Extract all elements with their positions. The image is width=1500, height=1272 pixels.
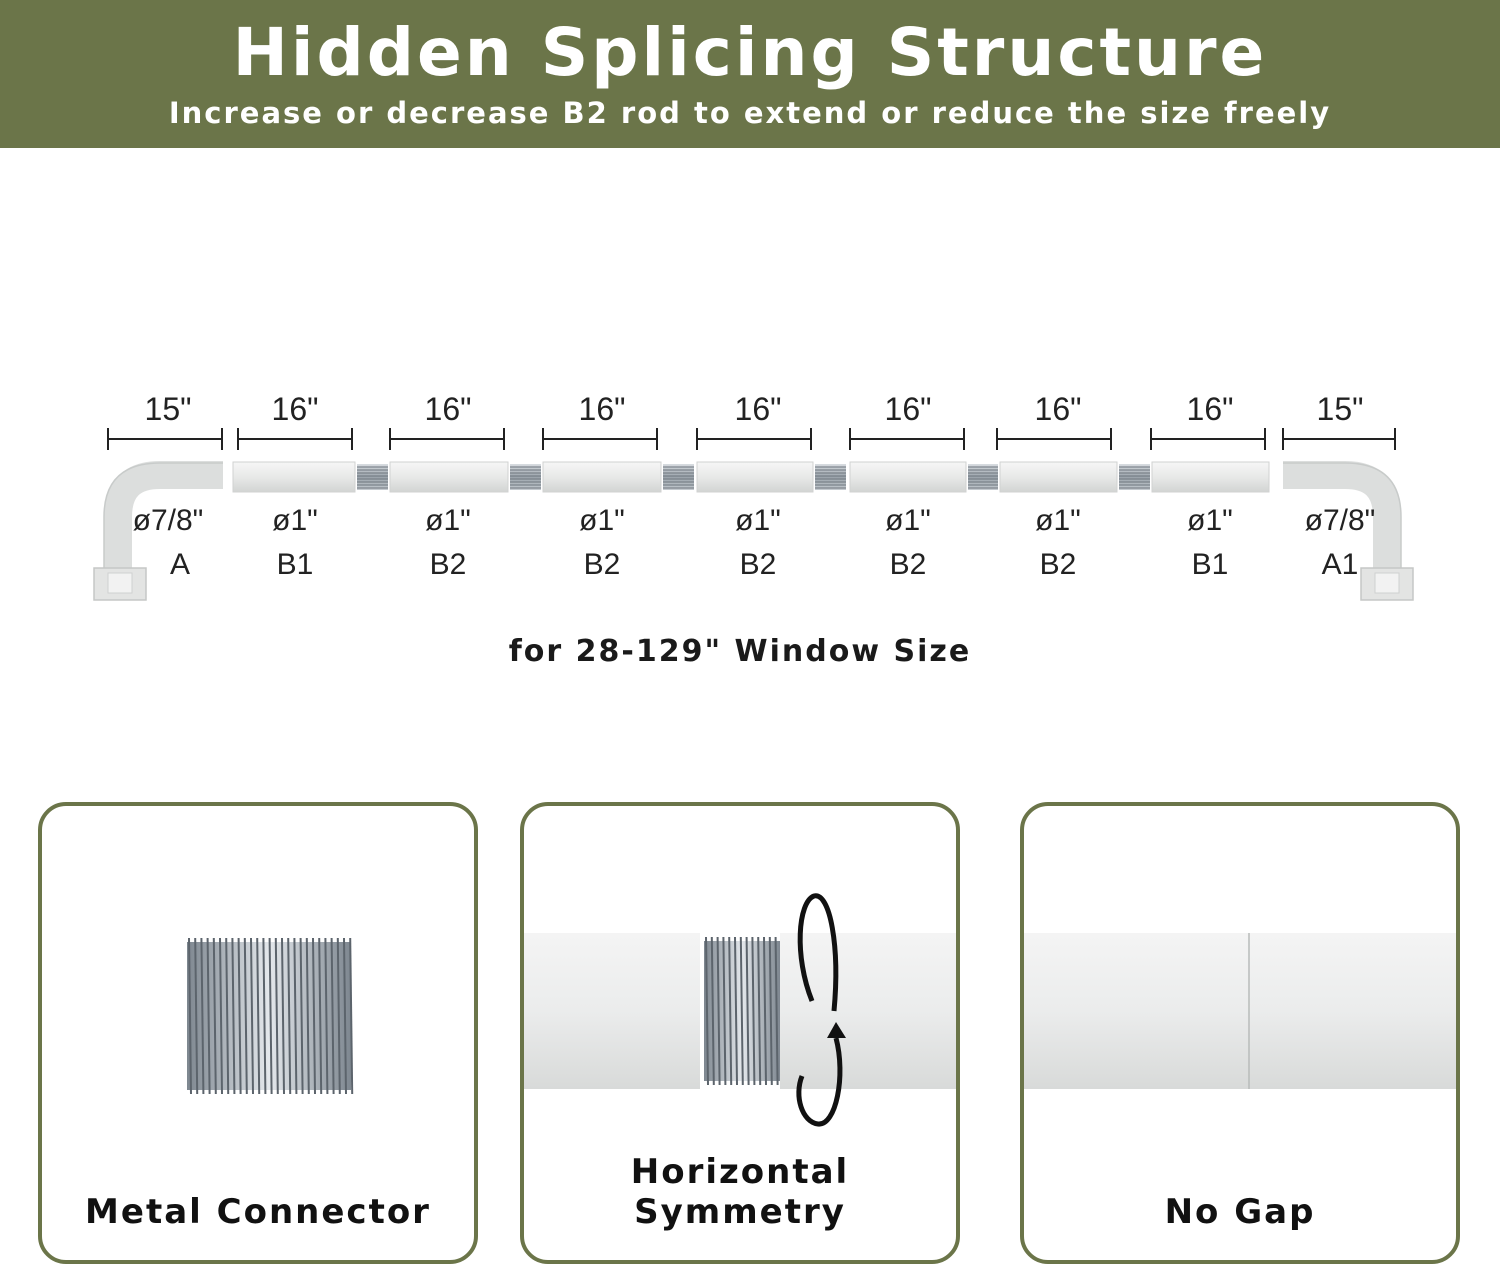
page-subtitle: Increase or decrease B2 rod to extend or…	[168, 96, 1332, 130]
feature-label-horizontal-symmetry: Horizontal Symmetry	[630, 1152, 850, 1232]
rod-segment	[389, 461, 509, 493]
segment-code-label: B2	[740, 548, 777, 581]
joined-rod-icon	[1024, 933, 1456, 1089]
dimension-line	[107, 428, 223, 450]
segment-code-label: B2	[584, 548, 621, 581]
rod-segment	[1151, 461, 1270, 493]
dimension-line	[1282, 428, 1396, 450]
rod-segment	[999, 461, 1118, 493]
segment-diameter-label: ø1"	[579, 504, 625, 537]
segment-code-label: B1	[1192, 548, 1229, 581]
metal-connector	[815, 464, 846, 490]
metal-connector	[357, 464, 388, 490]
segment-code-label: A	[170, 548, 190, 581]
segment-code-label: A1	[1322, 548, 1359, 581]
feature-label-metal-connector: Metal Connector	[85, 1192, 431, 1232]
segment-diameter-label: ø1"	[885, 504, 931, 537]
segment-code-label: B1	[277, 548, 314, 581]
segment-length-label: 16"	[735, 391, 782, 427]
segment-diameter-label: ø1"	[272, 504, 318, 537]
segment-code-label: B2	[430, 548, 467, 581]
segment-diameter-label: ø1"	[425, 504, 471, 537]
segment-code-label: B2	[890, 548, 927, 581]
metal-connector	[968, 464, 998, 490]
rod-diagram: 15" ø7/8" A 16" ø1" B1 16" ø1" B2 16" ø1" B2 16" ø1" B…	[0, 380, 1500, 620]
dimension-line	[996, 428, 1112, 450]
segment-diameter-label: ø1"	[735, 504, 781, 537]
segment-diameter-label: ø7/8"	[1305, 504, 1376, 537]
segment-length-label: 16"	[1187, 391, 1234, 427]
segment-length-label: 15"	[1317, 391, 1364, 427]
feature-panel-horizontal-symmetry: Horizontal Symmetry	[520, 802, 960, 1264]
metal-connector	[510, 464, 541, 490]
page-title: Hidden Splicing Structure	[232, 14, 1268, 91]
dimension-line	[237, 428, 353, 450]
rotation-arrow-icon	[524, 893, 956, 1127]
segment-length-label: 15"	[145, 391, 192, 427]
segment-length-label: 16"	[885, 391, 932, 427]
rod-segment	[542, 461, 662, 493]
segment-diameter-label: ø7/8"	[133, 504, 204, 537]
segment-code-label: B2	[1040, 548, 1077, 581]
rod-end-bracket-right	[1283, 461, 1414, 601]
rod-diagram-graphic: 15" ø7/8" A 16" ø1" B1 16" ø1" B2 16" ø1" B2 16" ø1" B…	[93, 391, 1414, 601]
dimension-line	[696, 428, 812, 450]
segment-length-label: 16"	[579, 391, 626, 427]
rod-segment	[696, 461, 814, 493]
rod-segment	[232, 461, 356, 493]
feature-panel-no-gap: No Gap	[1020, 802, 1460, 1264]
window-size-note: for 28-129" Window Size	[508, 634, 972, 669]
segment-length-label: 16"	[272, 391, 319, 427]
rod-end-bracket-left	[93, 461, 223, 601]
segment-diameter-label: ø1"	[1187, 504, 1233, 537]
metal-connector	[663, 464, 694, 490]
metal-connector	[1119, 464, 1150, 490]
segment-length-label: 16"	[1035, 391, 1082, 427]
rod-segment	[849, 461, 967, 493]
header-banner: Hidden Splicing Structure Increase or de…	[0, 0, 1500, 148]
feature-panel-metal-connector: Metal Connector	[38, 802, 478, 1264]
dimension-line	[542, 428, 658, 450]
dimension-line	[1150, 428, 1266, 450]
segment-diameter-label: ø1"	[1035, 504, 1081, 537]
threaded-connector-icon	[187, 937, 354, 1095]
segment-length-label: 16"	[425, 391, 472, 427]
dimension-line	[849, 428, 965, 450]
dimension-line	[389, 428, 505, 450]
feature-label-no-gap: No Gap	[1164, 1192, 1316, 1232]
